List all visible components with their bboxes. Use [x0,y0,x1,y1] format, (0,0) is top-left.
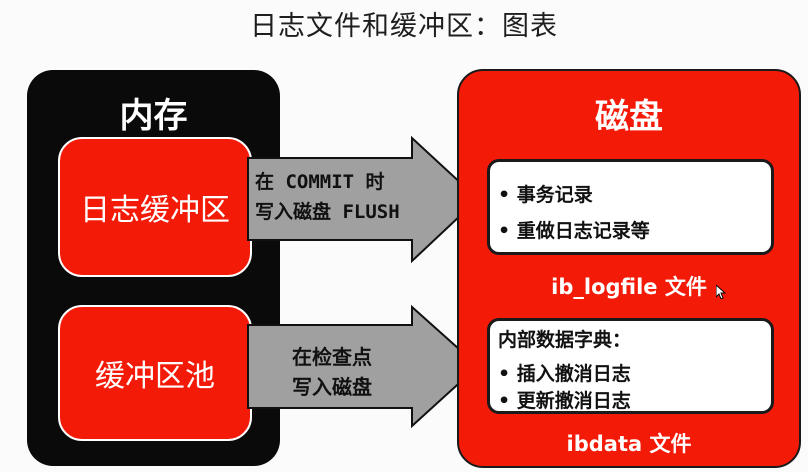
commit-arrow-label: 在 COMMIT 时 写入磁盘 FLUSH [255,167,400,227]
memory-heading: 内存 [119,96,188,136]
checkpoint-arrow [247,304,480,429]
buffer-pool-label: 缓冲区池 [95,359,215,394]
checkpoint-arrow-line1: 在检查点 [292,345,372,369]
buffer-pool-box: 缓冲区池 [58,305,252,441]
page-title: 日志文件和缓冲区：图表 [250,11,558,42]
ibdata-content-box: 内部数据字典： • 插入撤消日志 • 更新撤消日志 [487,318,774,414]
logfile-item: • 重做日志记录等 [498,220,650,242]
mouse-cursor-icon [716,285,726,299]
logfile-label: ib_logfile 文件 [551,275,707,299]
ibdata-label: ibdata 文件 [566,432,692,456]
logfile-item: • 事务记录 [498,184,593,206]
ibdata-item: • 插入撤消日志 [498,363,631,385]
ibdata-item: • 更新撤消日志 [498,390,631,412]
commit-arrow-line2: 写入磁盘 FLUSH [255,201,400,223]
commit-arrow [247,135,480,264]
log-buffer-label: 日志缓冲区 [80,193,230,228]
checkpoint-arrow-label: 在检查点 写入磁盘 [292,342,372,402]
checkpoint-arrow-line2: 写入磁盘 [292,375,372,399]
disk-heading: 磁盘 [595,97,663,137]
disk-panel: 磁盘 • 事务记录 • 重做日志记录等 ib_logfile 文件 内部数据字典… [457,69,801,468]
logfile-content-box: • 事务记录 • 重做日志记录等 [487,159,774,255]
ibdata-heading: 内部数据字典： [498,329,632,351]
commit-arrow-line1: 在 COMMIT 时 [255,171,385,193]
